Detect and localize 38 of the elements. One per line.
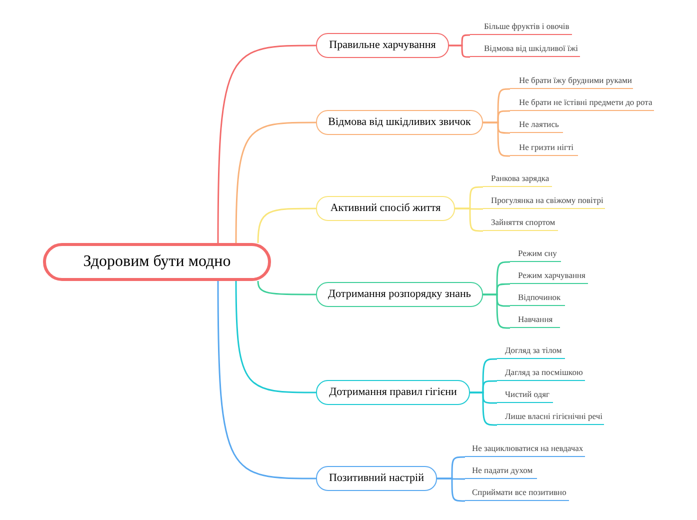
subtopic-text: Навчання xyxy=(510,313,560,328)
subtopic-text: Дагляд за посмішкою xyxy=(497,366,585,381)
subtopic-text: Ранкова зарядка xyxy=(483,172,552,187)
subtopic-text: Не падати духом xyxy=(465,464,537,479)
subtopic-text: Не лаятись xyxy=(510,118,563,133)
subtopic-text: Не гризти нігті xyxy=(510,141,578,156)
connector-line xyxy=(217,44,316,243)
subtopic-text: Лише власні гігієнічні речі xyxy=(497,410,604,425)
topic-box: Відмова від шкідливих звичок xyxy=(316,110,483,135)
connector-line xyxy=(437,478,465,502)
connector-line xyxy=(257,208,316,244)
connector-line xyxy=(455,208,483,232)
subtopic-text: Чистий одяг xyxy=(497,388,553,403)
connector-line xyxy=(217,281,316,480)
subtopic-text: Зайняття спортом xyxy=(483,216,558,231)
topic-box: Правильне харчування xyxy=(316,33,449,58)
topic-box: Дотримання розпорядку знань xyxy=(316,282,483,307)
topic-box: Активний спосіб життя xyxy=(316,196,455,221)
topic-box: Дотримання правил гігієни xyxy=(316,380,470,405)
connector-line xyxy=(449,44,470,58)
subtopic-text: Сприймати все позитивно xyxy=(465,486,569,501)
central-topic: Здоровим бути модно xyxy=(43,243,271,281)
subtopic-text: Не брати їжу брудними руками xyxy=(510,74,633,89)
subtopic-text: Більше фруктів і овочів xyxy=(470,20,572,35)
subtopic-text: Відмова від шкідливої їжі xyxy=(470,42,580,57)
connector-line xyxy=(235,281,316,394)
connector-line xyxy=(470,392,497,426)
subtopic-text: Відпочинок xyxy=(510,291,565,306)
subtopic-text: Режим харчування xyxy=(510,269,588,284)
subtopic-text: Режим сну xyxy=(510,247,561,262)
subtopic-text: Не брати не їстівні предмети до рота xyxy=(510,96,654,111)
connector-line xyxy=(257,280,316,296)
connector-line xyxy=(483,294,510,329)
topic-box: Позитивний настрій xyxy=(316,466,437,491)
subtopic-text: Прогулянка на свіжому повітрі xyxy=(483,194,605,209)
subtopic-text: Догляд за тілом xyxy=(497,344,565,359)
connector-line xyxy=(235,122,316,243)
subtopic-text: Не зациклюватися на невдачах xyxy=(465,442,585,457)
